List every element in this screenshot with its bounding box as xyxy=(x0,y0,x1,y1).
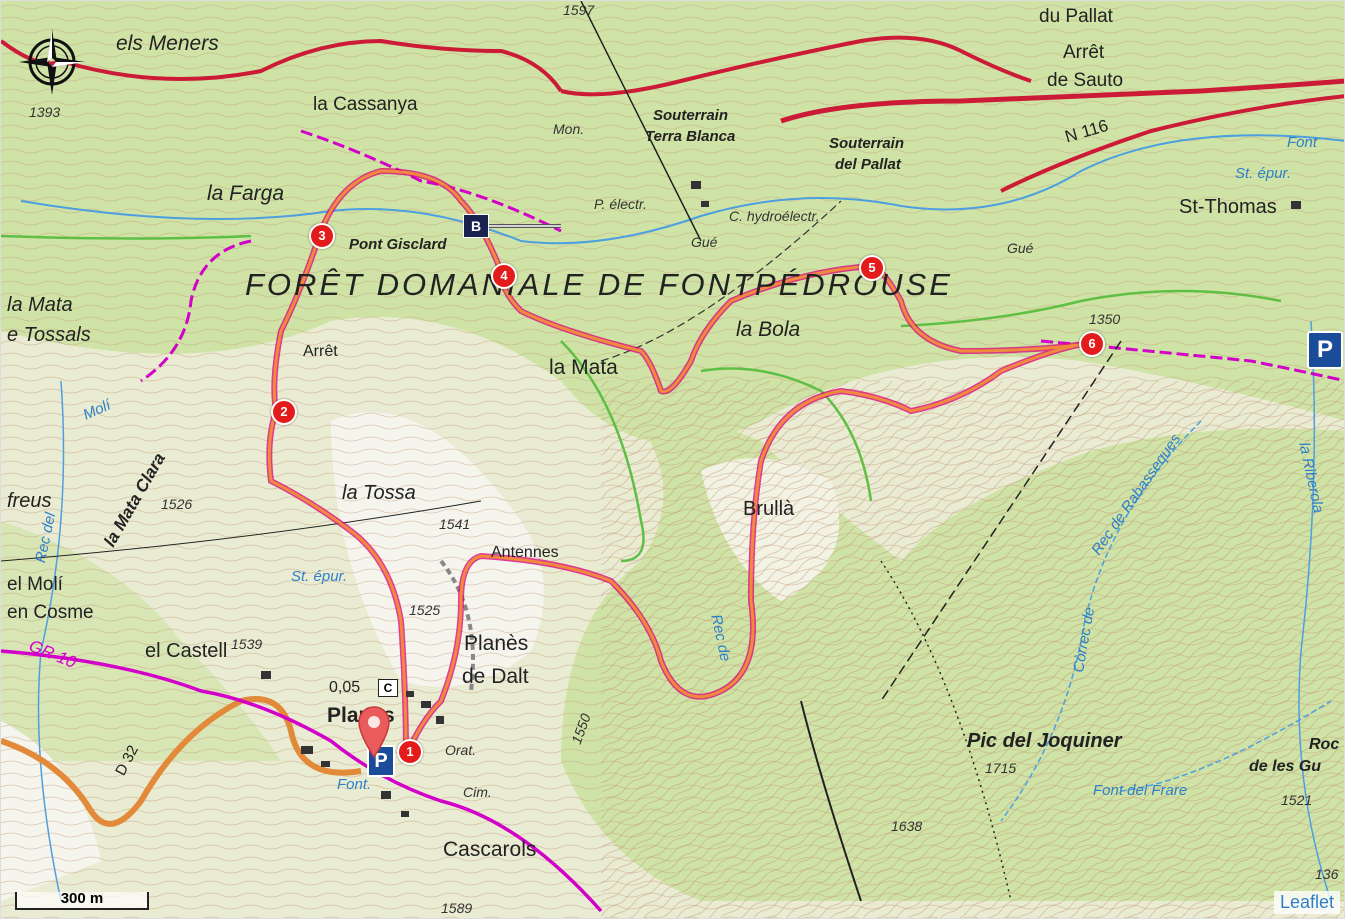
label-souterrain-terra-1: Souterrain xyxy=(653,107,729,124)
route-marker-5[interactable]: 5 xyxy=(859,255,885,281)
label-cascarols: Cascarols xyxy=(443,838,537,861)
label-arret: Arrêt xyxy=(303,343,338,360)
bridge-sign: B xyxy=(463,214,489,238)
label-pont-gisclard: Pont Gisclard xyxy=(349,236,447,253)
altitude-label: 1525 xyxy=(409,602,441,618)
label-souterrain-pallat-1: Souterrain xyxy=(829,135,905,152)
label-la-mata: la Mata xyxy=(549,356,618,379)
route-marker-4[interactable]: 4 xyxy=(491,263,517,289)
label-gue-2: Gué xyxy=(1007,240,1034,256)
area-title: FORÊT DOMANIALE DE FONTPÉDROUSE xyxy=(245,267,953,302)
label-mon: Mon. xyxy=(553,121,585,137)
label-st-epur-top: St. épur. xyxy=(1235,165,1292,182)
label-c-hydro: C. hydroélectr. xyxy=(729,208,820,224)
map-pin-icon[interactable] xyxy=(357,705,391,759)
label-font-bottom: Font. xyxy=(337,776,372,793)
label-font-frare: Font del Frare xyxy=(1093,782,1188,799)
altitude-label: 1589 xyxy=(441,900,473,916)
altitude-label: 1715 xyxy=(985,760,1017,776)
label-arret-de-sauto-1: Arrêt xyxy=(1063,42,1105,63)
label-orat: Orat. xyxy=(445,742,477,758)
route-marker-3[interactable]: 3 xyxy=(309,223,335,249)
label-la-cassanya: la Cassanya xyxy=(313,94,418,115)
label-roc-2: de les Gu xyxy=(1249,758,1322,775)
label-brulla: Brullà xyxy=(743,498,795,520)
label-st-epur: St. épur. xyxy=(291,568,348,585)
camping-sign: C xyxy=(378,679,398,697)
label-du-pallat: du Pallat xyxy=(1039,6,1113,27)
label-la-tossa: la Tossa xyxy=(342,482,416,504)
label-cim: Cim. xyxy=(463,784,492,800)
route-marker-1[interactable]: 1 xyxy=(397,739,423,765)
altitude-label: 1521 xyxy=(1281,792,1313,808)
label-la-mata-tossals-1: la Mata xyxy=(7,294,73,316)
leaflet-link[interactable]: Leaflet xyxy=(1279,892,1334,912)
label-planes-de-dalt-1: Planès xyxy=(464,632,529,655)
label-souterrain-pallat-2: del Pallat xyxy=(835,156,901,173)
label-en-cosme: en Cosme xyxy=(7,602,94,623)
label-els-meners: els Meners xyxy=(116,32,219,55)
label-distance: 0,05 xyxy=(329,679,361,696)
label-planes-de-dalt-2: de Dalt xyxy=(462,665,529,688)
scale-bar: 300 m xyxy=(15,891,149,910)
compass-rose-icon xyxy=(19,29,85,95)
altitude-label: 1393 xyxy=(29,104,61,120)
label-arret-de-sauto-2: de Sauto xyxy=(1047,70,1124,91)
label-antennes: Antennes xyxy=(491,544,559,561)
label-st-thomas: St-Thomas xyxy=(1179,196,1277,218)
route-marker-6[interactable]: 6 xyxy=(1079,331,1105,357)
altitude-label: 1539 xyxy=(231,636,263,652)
label-roc-1: Roc xyxy=(1309,736,1340,753)
label-la-farga: la Farga xyxy=(207,182,285,205)
attribution: Leaflet xyxy=(1273,891,1340,914)
altitude-label: 1541 xyxy=(439,516,471,532)
altitude-label: 1597 xyxy=(563,2,595,18)
altitude-label: 136 xyxy=(1315,866,1339,882)
label-p-electr: P. électr. xyxy=(594,196,647,212)
route-marker-2[interactable]: 2 xyxy=(271,399,297,425)
label-la-bola: la Bola xyxy=(736,318,801,341)
label-el-castell: el Castell xyxy=(145,640,228,662)
label-gue-1: Gué xyxy=(691,234,718,250)
altitude-label: 1350 xyxy=(1089,311,1121,327)
label-el-moli: el Molí xyxy=(7,574,63,595)
label-font-top: Font xyxy=(1287,134,1318,151)
label-pic-del-joquiner: Pic del Joquiner xyxy=(967,730,1122,752)
label-la-mata-tossals-2: e Tossals xyxy=(7,324,91,346)
altitude-label: 1526 xyxy=(161,496,193,512)
label-freus: freus xyxy=(7,490,52,512)
parking-sign-east: P xyxy=(1307,331,1343,369)
label-souterrain-terra-2: Terra Blanca xyxy=(645,128,736,145)
altitude-label: 1638 xyxy=(891,818,923,834)
